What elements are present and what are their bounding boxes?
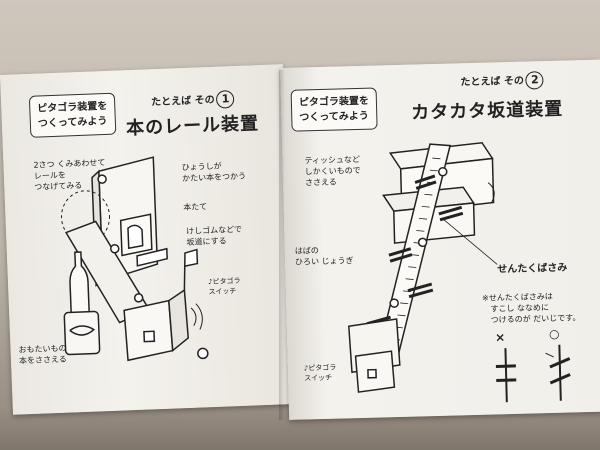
- book-rail-illustration: [0, 64, 296, 415]
- slope-device-illustration: [280, 60, 600, 420]
- book-spine: [279, 70, 285, 420]
